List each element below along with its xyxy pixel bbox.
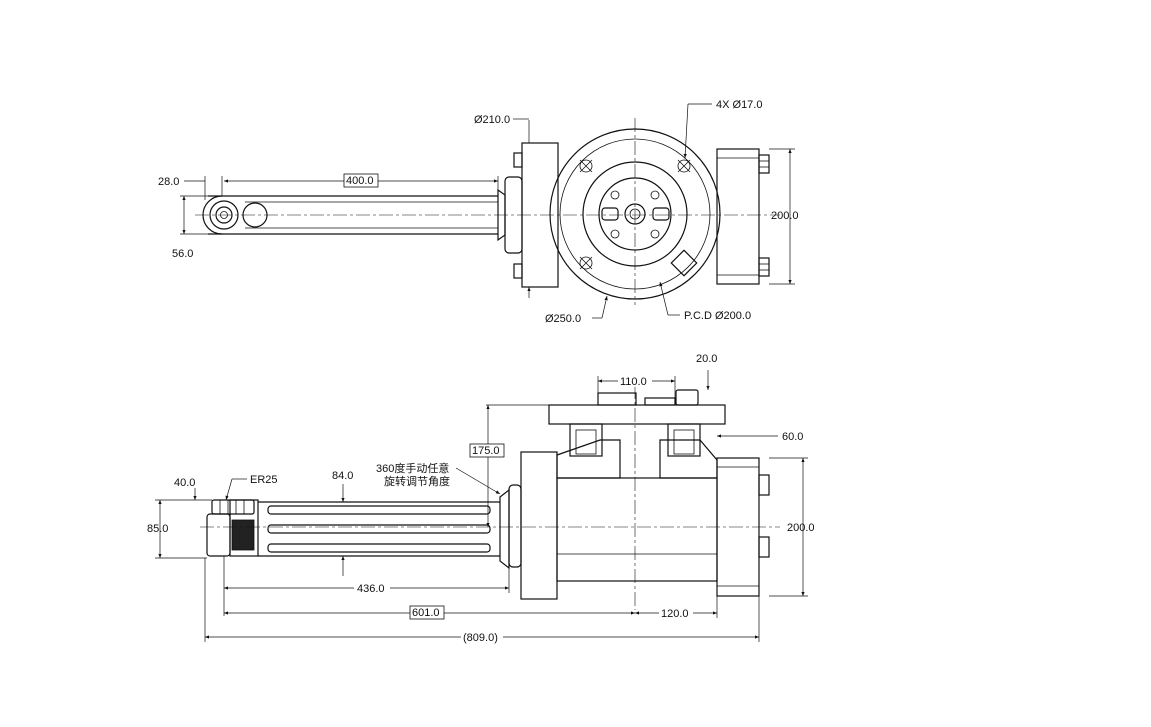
dim-collet: ER25	[250, 474, 278, 486]
note-line2: 旋转调节角度	[384, 474, 450, 488]
dim-len436: 436.0	[357, 583, 385, 595]
side-top-plate	[548, 385, 726, 610]
dim-holes: 4X Ø17.0	[716, 99, 762, 111]
dim-w84: 84.0	[332, 470, 353, 482]
dim-w28: 28.0	[158, 176, 179, 188]
dim-h200-top: 200.0	[771, 210, 799, 222]
dim-h40: 40.0	[174, 477, 195, 489]
dim-h175: 175.0	[472, 445, 500, 457]
dim-w120: 120.0	[661, 608, 689, 620]
dim-h200-side: 200.0	[787, 522, 815, 534]
side-body	[556, 439, 718, 582]
top-view: Ø210.0 4X Ø17.0 28.0 400.0 56.0 200.0	[158, 99, 799, 325]
side-flange	[508, 451, 558, 600]
dim-w110: 110.0	[620, 376, 647, 388]
dim-len400: 400.0	[346, 175, 374, 187]
dim-pcd: P.C.D Ø200.0	[684, 310, 751, 322]
side-view: 20.0 110.0 60.0 175.0 360度手动任意 旋转调节角度 40…	[147, 353, 815, 644]
dim-w20: 20.0	[696, 353, 717, 365]
top-motor-block	[716, 148, 770, 285]
dim-d250: Ø250.0	[545, 313, 581, 325]
dim-d210: Ø210.0	[474, 114, 510, 126]
rotary-table	[549, 118, 721, 305]
dim-h56: 56.0	[172, 248, 193, 260]
dim-w60: 60.0	[782, 431, 803, 443]
dim-h85: 85.0	[147, 523, 168, 535]
dim-total809: (809.0)	[463, 632, 498, 644]
top-flange	[513, 142, 559, 288]
top-arm	[195, 176, 780, 254]
side-arm	[200, 488, 780, 570]
dim-len601: 601.0	[412, 607, 440, 619]
top-dimensions: Ø210.0 4X Ø17.0 28.0 400.0 56.0 200.0	[158, 99, 799, 325]
side-dimensions: 20.0 110.0 60.0 175.0 360度手动任意 旋转调节角度 40…	[147, 353, 815, 644]
note-line1: 360度手动任意	[376, 461, 449, 475]
